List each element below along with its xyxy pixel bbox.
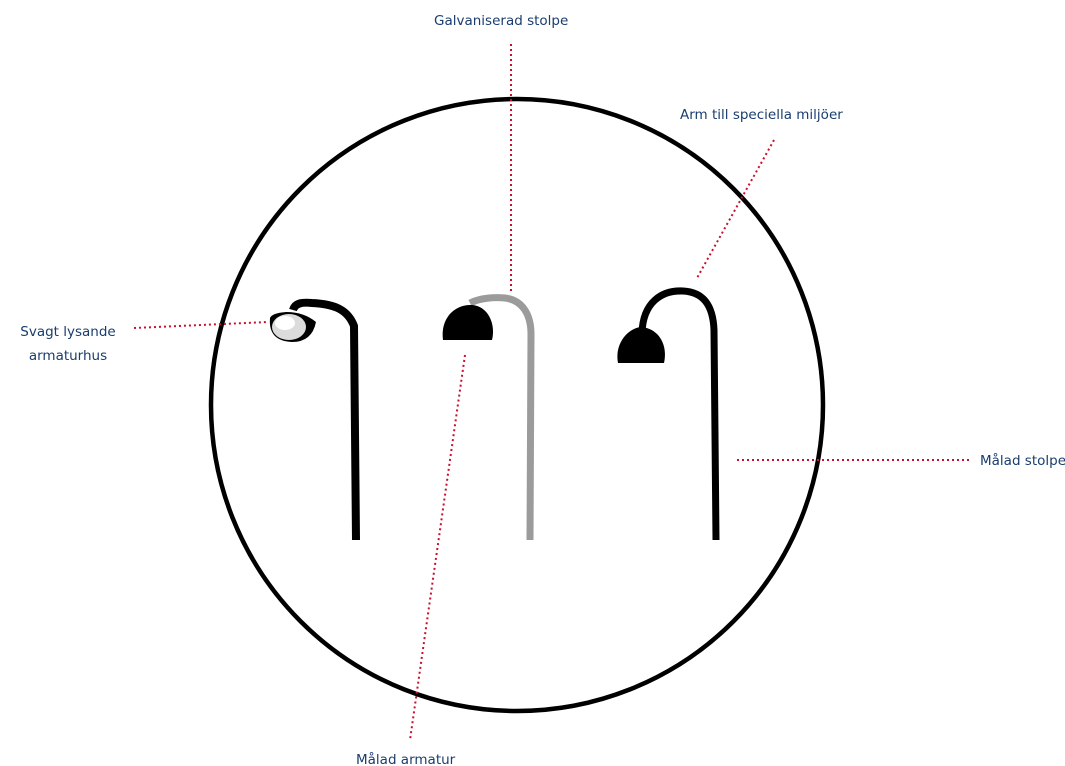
- label-malad-armatur: Målad armatur: [356, 748, 455, 766]
- pole-right-lamp: [617, 327, 665, 363]
- label-galvaniserad-stolpe: Galvaniserad stolpe: [434, 9, 568, 33]
- pole-left: [270, 303, 356, 540]
- pole-middle: [443, 298, 531, 540]
- leader-svagt-lysande: [134, 322, 268, 328]
- leader-malad-armatur: [410, 355, 465, 740]
- label-svagt-lysande-line1: Svagt lysande: [14, 320, 122, 344]
- pole-right-shaft: [642, 291, 716, 540]
- pole-right: [617, 291, 716, 540]
- pole-middle-lamp: [443, 305, 493, 340]
- label-svagt-lysande-line2: armaturhus: [14, 344, 122, 368]
- label-arm-speciella-miljoer: Arm till speciella miljöer: [680, 103, 843, 127]
- label-svagt-lysande-armaturhus: Svagt lysande armaturhus: [14, 320, 122, 368]
- frame-circle: [211, 99, 823, 711]
- label-malad-stolpe: Målad stolpe: [980, 449, 1065, 473]
- leader-arm-speciella-miljoer: [697, 140, 774, 278]
